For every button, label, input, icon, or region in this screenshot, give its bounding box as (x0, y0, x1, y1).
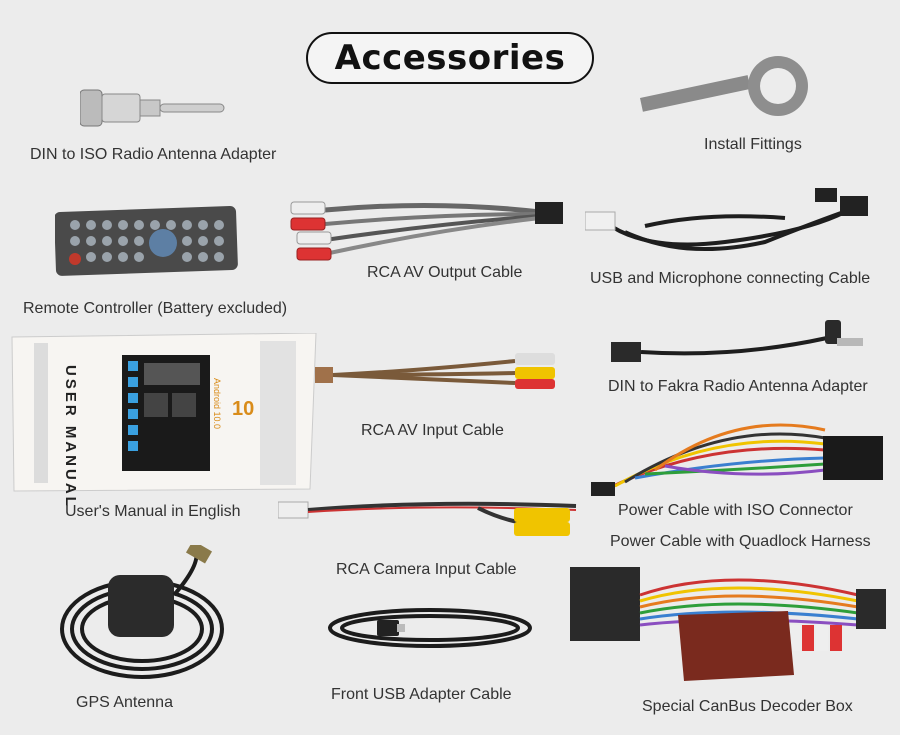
rca-av-output-cable-label: RCA AV Output Cable (367, 264, 523, 281)
canbus-decoder-box-label: Special CanBus Decoder Box (642, 698, 853, 715)
users-manual-cover-text: USER MANUAL (62, 365, 79, 509)
gps-antenna-image (50, 545, 235, 685)
din-iso-adapter-image (80, 88, 230, 128)
din-fakra-adapter-image (605, 318, 870, 378)
rca-camera-input-cable-label: RCA Camera Input Cable (336, 561, 517, 578)
rca-camera-input-cable-image (278, 478, 578, 538)
din-iso-adapter-label: DIN to ISO Radio Antenna Adapter (30, 146, 277, 163)
users-manual-label: User's Manual in English (65, 503, 241, 520)
din-fakra-adapter-label: DIN to Fakra Radio Antenna Adapter (608, 378, 868, 395)
usb-mic-cable-image (585, 182, 870, 262)
android-version-label: Android 10.0 (212, 378, 222, 430)
page-title: Accessories (306, 32, 594, 84)
gps-antenna-label: GPS Antenna (76, 694, 173, 711)
page-title-text: Accessories (334, 38, 566, 78)
remote-controller-label: Remote Controller (Battery excluded) (23, 300, 288, 317)
rca-av-input-cable-image (315, 345, 565, 390)
remote-controller-image (55, 205, 240, 277)
install-fittings-image (640, 52, 820, 122)
rca-av-output-cable-image (285, 190, 570, 270)
front-usb-adapter-cable-image (325, 602, 540, 652)
users-manual-image (10, 333, 320, 493)
power-cable-iso-label: Power Cable with ISO Connector (618, 502, 853, 519)
power-cable-quadlock-label: Power Cable with Quadlock Harness (610, 533, 871, 550)
quadlock-harness-image (568, 555, 888, 690)
android-version-number: 10 (232, 398, 255, 420)
power-cable-iso-image (585, 400, 885, 500)
usb-mic-cable-label: USB and Microphone connecting Cable (590, 270, 871, 287)
rca-av-input-cable-label: RCA AV Input Cable (361, 422, 504, 439)
install-fittings-label: Install Fittings (704, 136, 802, 153)
front-usb-adapter-cable-label: Front USB Adapter Cable (331, 686, 512, 703)
